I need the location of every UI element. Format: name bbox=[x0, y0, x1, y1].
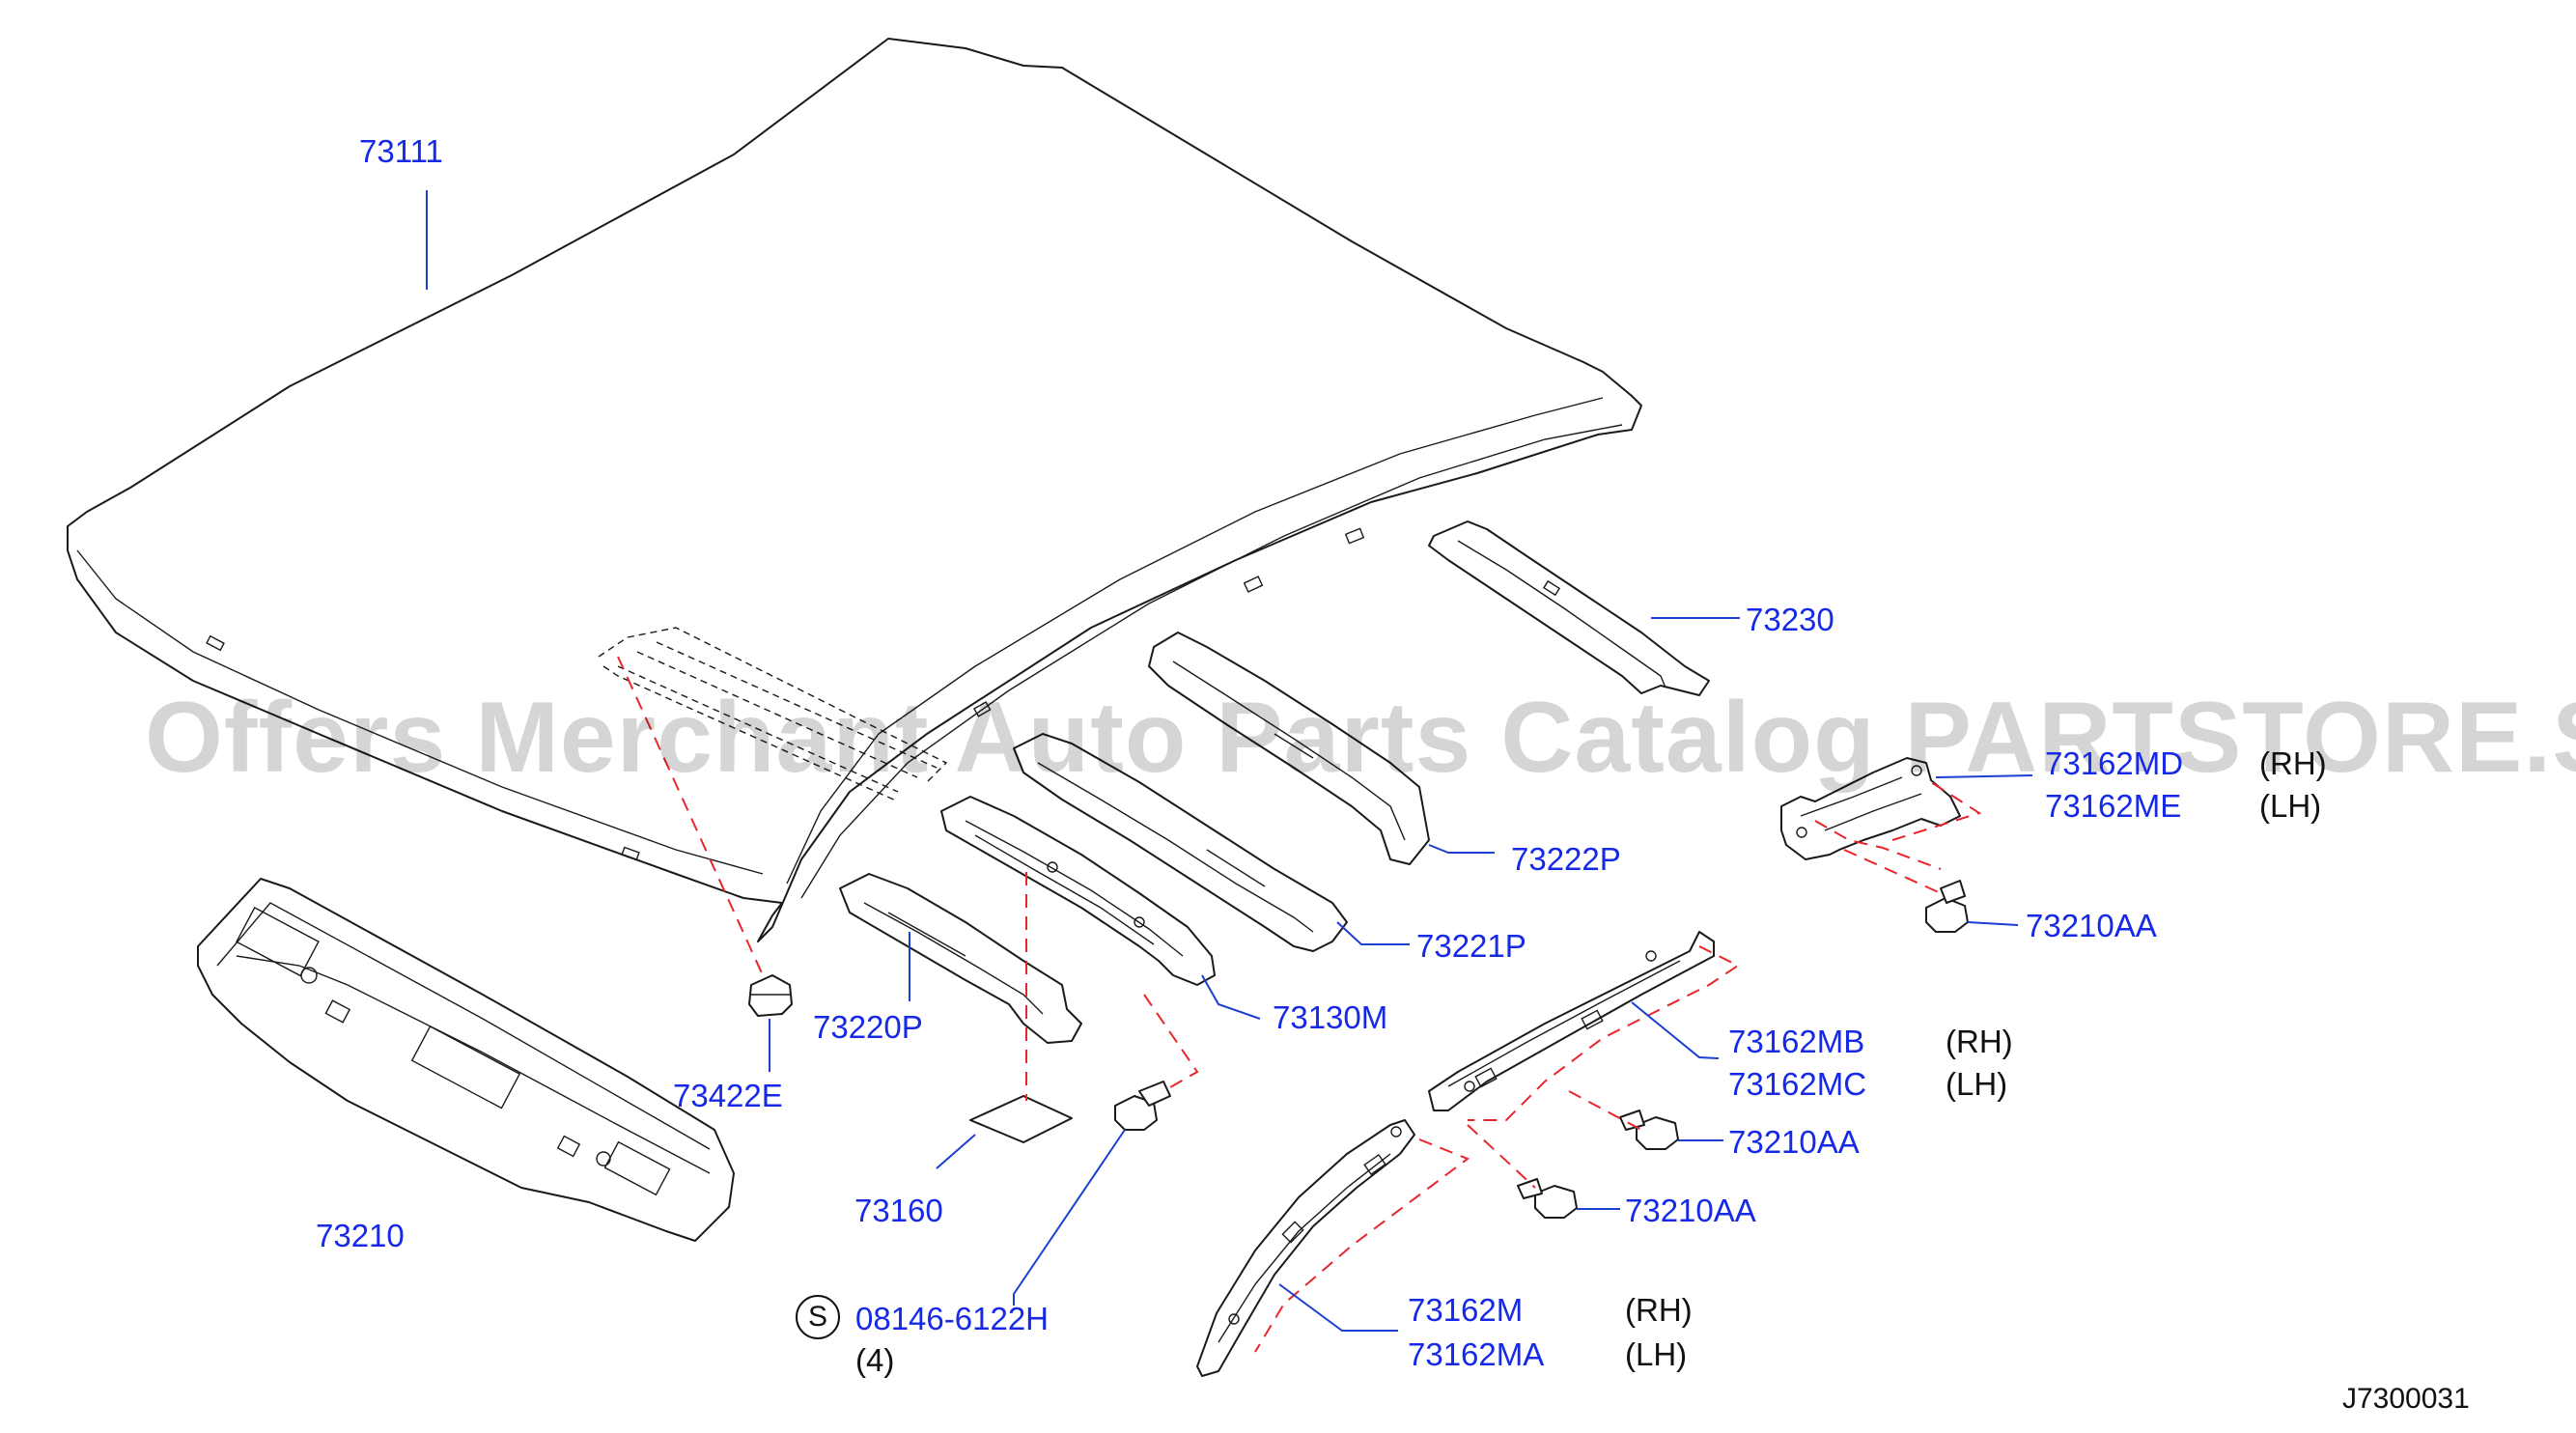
label-bow-73222P[interactable]: 73222P bbox=[1511, 841, 1621, 877]
leader-lines bbox=[426, 190, 2033, 1332]
hidden-header-outline bbox=[598, 627, 948, 802]
label-bow-73220P[interactable]: 73220P bbox=[813, 1009, 923, 1045]
label-rail-upper-rh-side: (RH) bbox=[1946, 1024, 2013, 1059]
pad-73160[interactable] bbox=[969, 1095, 1073, 1143]
assembly-lines bbox=[617, 656, 1982, 1353]
watermark: Offers Merchant Auto Parts Catalog PARTS… bbox=[145, 682, 2576, 794]
clip-73422E[interactable] bbox=[748, 974, 793, 1017]
label-bracket-rh-side: (RH) bbox=[2259, 745, 2327, 781]
front-rail-73230[interactable] bbox=[1428, 520, 1710, 696]
drawing-number: J7300031 bbox=[2342, 1383, 2470, 1415]
label-bracket-lh[interactable]: 73162ME bbox=[2045, 788, 2182, 824]
label-rail-lower-rh[interactable]: 73162M bbox=[1408, 1292, 1524, 1328]
side-rail-upper-73162MB[interactable] bbox=[1428, 931, 1715, 1111]
label-rear-panel[interactable]: 73210 bbox=[316, 1218, 405, 1253]
label-bow-73221P[interactable]: 73221P bbox=[1416, 928, 1526, 964]
label-rail-upper-lh-side: (LH) bbox=[1946, 1066, 2008, 1102]
label-rail-bolt-lower[interactable]: 73210AA bbox=[1625, 1193, 1756, 1228]
roof-panel-73111[interactable] bbox=[67, 38, 1642, 942]
bow-73221P[interactable] bbox=[1013, 733, 1348, 952]
label-bracket-rh[interactable]: 73162MD bbox=[2045, 745, 2184, 781]
rear-rail-73130M[interactable] bbox=[940, 796, 1216, 986]
label-rear-rail[interactable]: 73130M bbox=[1273, 999, 1388, 1035]
label-bracket-bolt[interactable]: 73210AA bbox=[2026, 908, 2157, 943]
label-rail-bolt-upper[interactable]: 73210AA bbox=[1728, 1124, 1860, 1160]
label-bolt[interactable]: 08146-6122H bbox=[855, 1301, 1049, 1336]
rail-bolt-upper-73210AA[interactable] bbox=[1619, 1110, 1679, 1150]
label-front-rail[interactable]: 73230 bbox=[1746, 602, 1834, 637]
label-rail-upper-lh[interactable]: 73162MC bbox=[1728, 1066, 1867, 1102]
rail-bolt-lower-73210AA[interactable] bbox=[1517, 1178, 1578, 1219]
bracket-73162MD[interactable] bbox=[1780, 757, 1961, 860]
label-rail-lower-lh[interactable]: 73162MA bbox=[1408, 1336, 1545, 1372]
label-roof-panel[interactable]: 73111 bbox=[359, 133, 443, 169]
bracket-bolt-73210AA[interactable] bbox=[1925, 880, 1969, 933]
symbol-s-icon: S bbox=[796, 1295, 840, 1339]
label-bolt-qty: (4) bbox=[855, 1342, 895, 1378]
label-rail-upper-rh[interactable]: 73162MB bbox=[1728, 1024, 1865, 1059]
bow-73222P[interactable] bbox=[1148, 632, 1430, 865]
label-clip[interactable]: 73422E bbox=[673, 1078, 783, 1113]
label-pad[interactable]: 73160 bbox=[854, 1193, 943, 1228]
label-rail-lower-rh-side: (RH) bbox=[1625, 1292, 1693, 1328]
bow-73220P[interactable] bbox=[839, 873, 1082, 1044]
rear-panel-73210[interactable] bbox=[197, 878, 735, 1242]
label-bracket-lh-side: (LH) bbox=[2259, 788, 2322, 824]
label-rail-lower-lh-side: (LH) bbox=[1625, 1336, 1688, 1372]
side-rail-lower-73162M[interactable] bbox=[1196, 1119, 1415, 1377]
bolt-08146-6122H[interactable] bbox=[1114, 1081, 1171, 1131]
